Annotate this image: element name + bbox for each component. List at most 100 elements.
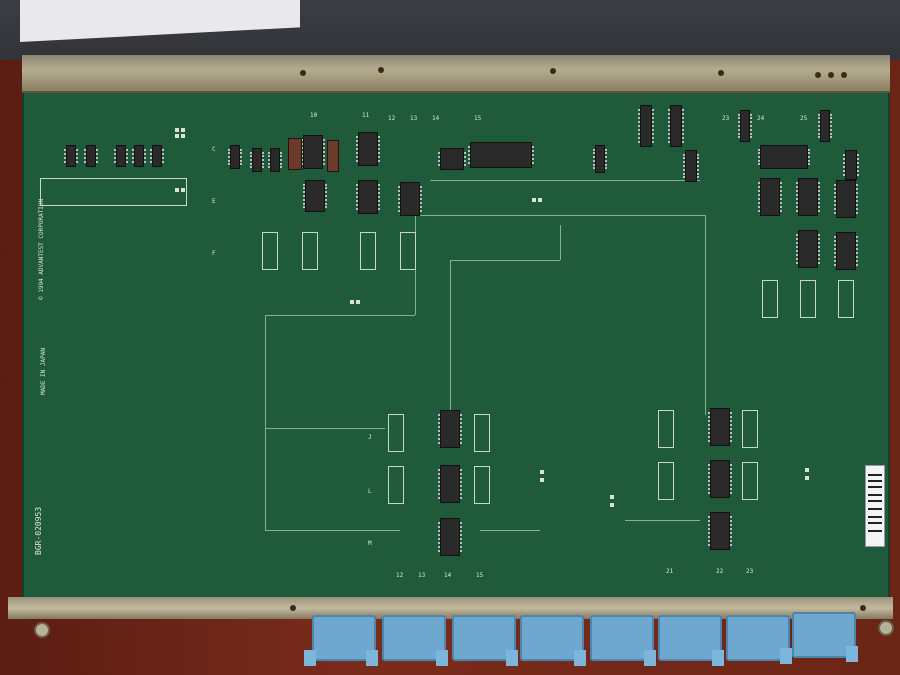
ic-chip [398,182,422,216]
ic-footprint [658,462,674,500]
resistor [114,145,128,167]
ic-footprint [762,280,778,318]
ic-chip [834,180,858,218]
solder-pad [610,495,614,499]
ic-chip [356,180,380,214]
ic-label: 22 [716,568,724,575]
ic-label: 23 [746,568,754,575]
ic-chip [708,408,732,446]
connector-latch [780,648,792,664]
rail-hole [841,72,847,78]
ic-footprint [474,466,490,504]
bottom-metal-rail [8,597,893,619]
ic-chip [834,232,858,270]
top-metal-rail [22,55,890,93]
ic-chip [796,178,820,216]
ic-label: 13 [418,572,426,579]
ic-footprint [388,414,404,452]
blue-connector [590,615,654,661]
resistor-array [818,110,832,142]
connector-latch [506,650,518,666]
blue-connector [658,615,722,661]
resistor [84,145,98,167]
solder-pad [532,198,536,202]
ic-chip [356,132,380,166]
capacitor [327,140,339,172]
resistor-array [738,110,752,142]
trace [265,315,415,316]
solder-pad [181,188,185,192]
ic-footprint [388,466,404,504]
ic-label: 15 [474,115,482,122]
mounting-screw [878,620,894,636]
row-letter: F [212,250,216,257]
blue-connector [726,615,790,661]
ic-label: 23 [722,115,730,122]
solder-pad [175,128,179,132]
rail-hole [290,605,296,611]
solder-pad [175,188,179,192]
connector-latch [846,646,858,662]
trace [265,315,266,530]
solder-pad [181,128,185,132]
ic-footprint [742,410,758,448]
trace [430,180,700,181]
ic-footprint [262,232,278,270]
trace [705,215,706,415]
resistor-array [638,105,654,147]
rail-hole [815,72,821,78]
rail-hole [860,605,866,611]
ic-chip [303,180,327,212]
trace [480,530,540,531]
solder-pad [610,503,614,507]
ic-footprint [742,462,758,500]
resistor [64,145,78,167]
ic-label: 25 [800,115,808,122]
made-in-text: MADE IN JAPAN [40,348,47,395]
ic-footprint [838,280,854,318]
rail-hole [550,68,556,74]
rail-hole [378,67,384,73]
resistor [250,148,264,172]
solder-pad [540,478,544,482]
trace [265,428,385,429]
ic-chip [438,465,462,503]
resistor-array [683,150,699,182]
solder-pad [175,134,179,138]
ic-footprint [658,410,674,448]
small-connector [438,148,466,170]
trace [625,520,700,521]
ic-footprint [800,280,816,318]
blue-connector [312,615,376,661]
trace [415,215,705,216]
solder-pad [805,468,809,472]
ic-label: 14 [432,115,440,122]
ic-footprint [360,232,376,270]
solder-pad [181,134,185,138]
solder-pad [538,198,542,202]
blue-connector [452,615,516,661]
connector-latch [366,650,378,666]
resistor-array [843,150,859,180]
rail-hole [300,70,306,76]
connector-latch [304,650,316,666]
solder-pad [350,300,354,304]
rail-hole [828,72,834,78]
ic-chip [796,230,820,268]
resistor [228,145,242,169]
resistor-array [668,105,684,147]
ic-label: 11 [362,112,370,119]
ic-chip [708,512,732,550]
ic-chip [758,178,782,216]
ic-label: 13 [410,115,418,122]
solder-pad [805,476,809,480]
row-letter: E [212,198,216,205]
resistor [593,145,607,173]
ic-label: 21 [666,568,674,575]
resistor [132,145,146,167]
ic-label: 14 [444,572,452,579]
trace [450,260,560,261]
silkscreen-box [40,178,187,206]
copyright-text: © 1994 ADVANTEST CORPORATION [38,198,45,300]
resistor [150,145,164,167]
